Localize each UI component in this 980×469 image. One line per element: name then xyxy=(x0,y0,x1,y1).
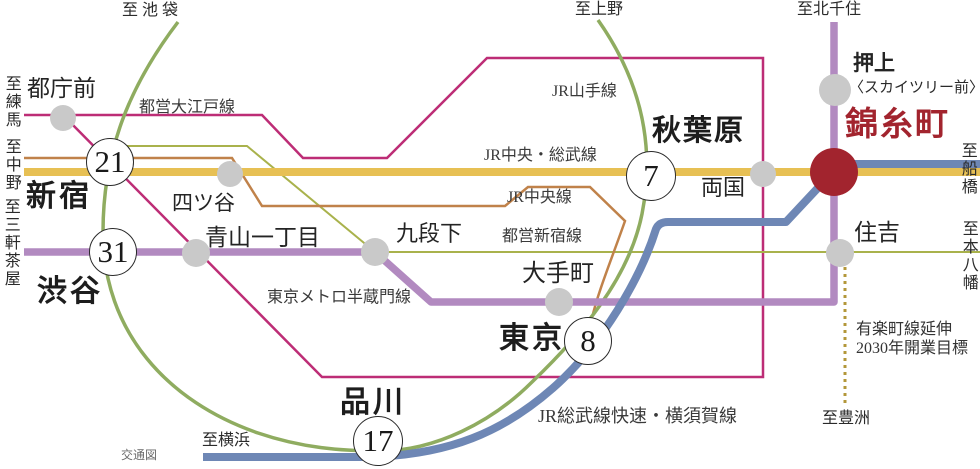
oedo-line xyxy=(24,56,765,379)
label-yamanote-line: JR山手線 xyxy=(552,83,617,100)
hanzomon-line xyxy=(24,22,838,306)
minutes-badge-tokyo: 8 xyxy=(564,317,612,365)
minutes-badge-akihabara: 7 xyxy=(626,151,676,201)
direction-sangenjaya: 至三軒茶屋 xyxy=(1,198,19,288)
station-label-kinshicho: 錦糸町 xyxy=(845,107,950,143)
station-label-tochomae: 都庁前 xyxy=(27,76,96,101)
label-hanzomon-line: 東京メトロ半蔵門線 xyxy=(267,289,412,306)
station-label-ryogoku: 両国 xyxy=(701,175,746,200)
direction-toyosu: 至豊洲 xyxy=(822,410,871,427)
station-dot-kudanshita xyxy=(361,238,389,266)
station-dot-otemachi xyxy=(545,288,573,316)
minutes-badge-shinagawa: 17 xyxy=(353,416,403,466)
direction-motoyawata: 至本八幡 xyxy=(959,220,977,292)
direction-ikebukuro: 至池袋 xyxy=(122,2,183,19)
station-label-akihabara: 秋葉原 xyxy=(652,115,746,147)
station-sublabel-skytree: 〈スカイツリー前〉 xyxy=(849,80,980,96)
note-yurakucho-target: 2030年開業目標 xyxy=(856,340,969,357)
label-chuo-sobu-line: JR中央・総武線 xyxy=(484,147,597,164)
minutes-badge-shinjuku: 21 xyxy=(86,138,134,186)
station-dot-ryogoku xyxy=(750,161,776,187)
label-sobu-rapid-line: JR総武線快速・横須賀線 xyxy=(538,406,738,426)
station-label-yotsuya: 四ツ谷 xyxy=(172,191,235,215)
station-dot-oshiage xyxy=(819,74,851,106)
station-label-tokyo: 東京 xyxy=(499,322,565,355)
station-label-aoyama-itchome: 青山一丁目 xyxy=(205,225,320,250)
station-dot-yotsuya xyxy=(217,161,243,187)
station-label-sumiyoshi: 住吉 xyxy=(854,220,900,245)
station-label-oshiage: 押上 xyxy=(853,51,895,75)
toei-shinjuku-line xyxy=(116,145,980,253)
station-label-kudanshita: 九段下 xyxy=(396,221,463,246)
station-dot-tochomae xyxy=(50,105,76,131)
direction-kitasenju: 至北千住 xyxy=(797,1,862,18)
station-dot-sumiyoshi xyxy=(826,239,854,267)
note-yurakucho-extension: 有楽町線延伸 xyxy=(856,321,953,338)
label-toei-shinjuku-line: 都営新宿線 xyxy=(502,228,583,245)
direction-nakano: 至中野 xyxy=(2,138,20,192)
station-label-shibuya: 渋谷 xyxy=(37,275,103,308)
station-label-shinagawa: 品川 xyxy=(340,386,406,419)
direction-nerima: 至練馬 xyxy=(2,75,20,129)
label-oedo-line: 都営大江戸線 xyxy=(139,99,236,116)
direction-yokohama: 至横浜 xyxy=(202,432,251,449)
direction-ueno: 至上野 xyxy=(575,1,624,18)
station-label-otemachi: 大手町 xyxy=(522,261,594,287)
diagram-caption: 交通図 xyxy=(121,448,158,462)
station-dot-kinshicho xyxy=(810,148,858,196)
station-label-shinjuku: 新宿 xyxy=(26,180,92,213)
station-dot-aoyama-itchome xyxy=(182,239,210,267)
direction-funabashi: 至船橋 xyxy=(958,142,976,196)
label-chuo-line: JR中央線 xyxy=(507,189,572,206)
minutes-badge-shibuya: 31 xyxy=(89,228,137,276)
